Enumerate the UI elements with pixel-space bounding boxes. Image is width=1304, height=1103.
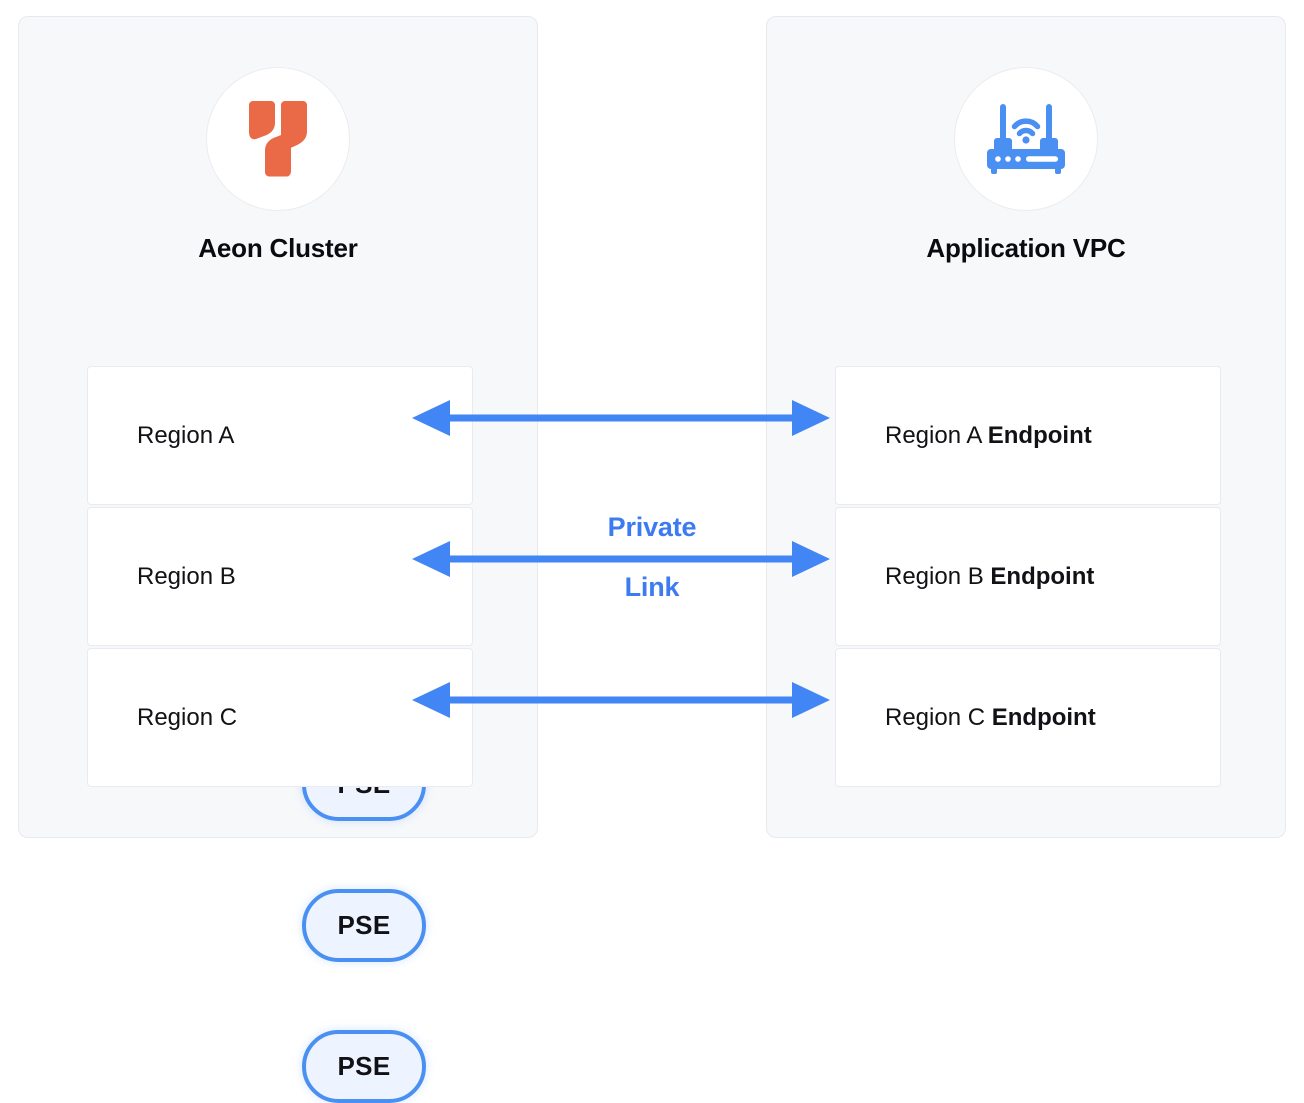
region-row-b[interactable]: Region B xyxy=(87,507,473,646)
aeon-cluster-title: Aeon Cluster xyxy=(198,233,358,263)
region-row-a[interactable]: Region A xyxy=(87,366,473,505)
region-c-label: Region C xyxy=(137,703,238,731)
region-a-label: Region A xyxy=(137,421,235,449)
endpoint-row-b[interactable]: Region B Endpoint xyxy=(835,507,1221,646)
aeon-cluster-header: Aeon Cluster xyxy=(19,67,537,264)
aeon-logo-icon xyxy=(249,101,307,177)
private-link-label-line2: Link xyxy=(624,572,680,602)
pse-badge-c[interactable]: PSE xyxy=(302,1030,426,1103)
router-icon-circle xyxy=(954,67,1098,211)
application-vpc-title: Application VPC xyxy=(926,233,1126,263)
diagram-canvas: Aeon Cluster Region A PSE Region B PSE R… xyxy=(18,16,1286,1103)
aeon-logo-circle xyxy=(206,67,350,211)
endpoint-b-label: Region B Endpoint xyxy=(885,562,1095,590)
application-vpc-header: Application VPC xyxy=(767,67,1285,264)
endpoint-a-label: Region A Endpoint xyxy=(885,421,1092,449)
pse-badge-b[interactable]: PSE xyxy=(302,889,426,962)
application-vpc-panel: Application VPC Region A Endpoint Region… xyxy=(766,16,1286,838)
private-link-label-line1: Private xyxy=(607,512,697,542)
endpoint-row-c[interactable]: Region C Endpoint xyxy=(835,648,1221,787)
endpoint-c-label: Region C Endpoint xyxy=(885,703,1096,731)
aeon-cluster-panel: Aeon Cluster Region A PSE Region B PSE R… xyxy=(18,16,538,1103)
endpoint-row-a[interactable]: Region A Endpoint xyxy=(835,366,1221,505)
router-icon xyxy=(987,104,1065,174)
region-row-c[interactable]: Region C xyxy=(87,648,473,787)
region-b-label: Region B xyxy=(137,562,236,590)
